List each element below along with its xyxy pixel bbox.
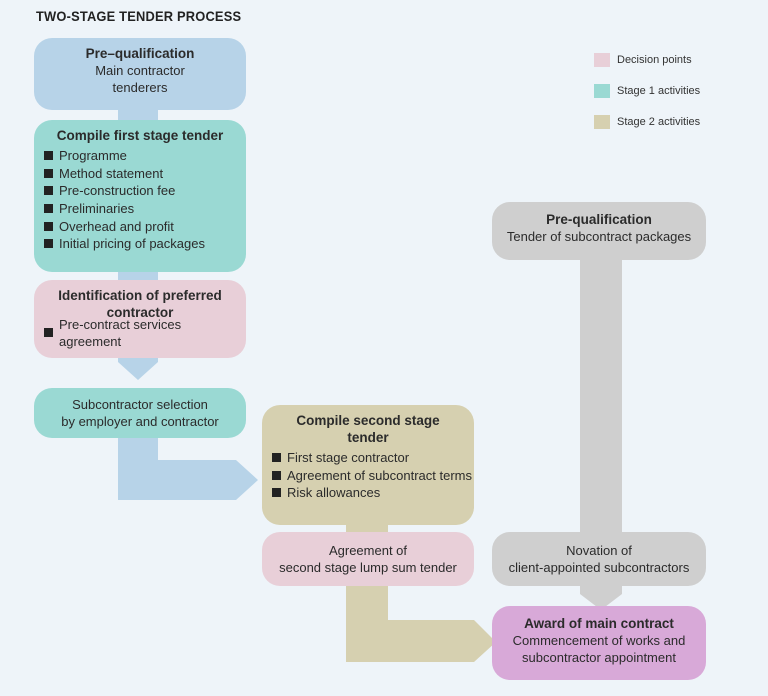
first-stage-box: Compile first stage tender Programme Met…	[34, 120, 246, 272]
list-item: First stage contractor	[272, 449, 474, 467]
award-heading: Award of main contract	[524, 616, 674, 631]
legend-item-decision: Decision points	[594, 53, 692, 67]
bullet-square-icon	[44, 328, 53, 338]
bullet-square-icon	[272, 470, 281, 480]
bullet-square-icon	[44, 239, 53, 249]
subcontractor-selection-line2: by employer and contractor	[61, 414, 219, 429]
list-item: Risk allowances	[272, 484, 474, 502]
novation-box: Novation of client-appointed subcontract…	[492, 532, 706, 586]
connector-blue-elbow-arrow	[118, 430, 258, 500]
list-item: Agreement of subcontract terms	[272, 467, 474, 485]
bullet-square-icon	[44, 204, 53, 214]
bullet-square-icon	[272, 488, 281, 498]
preferred-contractor-box: Identification of preferred contractor P…	[34, 280, 246, 358]
legend-label-decision: Decision points	[617, 54, 692, 66]
novation-line1: Novation of	[566, 543, 632, 558]
prequal-sub-heading: Pre-qualification	[546, 212, 652, 227]
list-item: Initial pricing of packages	[44, 235, 246, 253]
prequal-main-box: Pre–qualification Main contractor tender…	[34, 38, 246, 110]
award-line2: subcontractor appointment	[522, 650, 676, 665]
lump-sum-agreement-box: Agreement of second stage lump sum tende…	[262, 532, 474, 586]
second-stage-box: Compile second stage tender First stage …	[262, 405, 474, 525]
list-item: Preliminaries	[44, 200, 246, 218]
prequal-main-line2: tenderers	[112, 80, 168, 95]
legend-item-stage2: Stage 2 activities	[594, 115, 700, 129]
list-item: Overhead and profit	[44, 217, 246, 235]
bullet-square-icon	[44, 221, 53, 231]
preferred-heading-1: Identification of preferred	[58, 288, 222, 303]
lump-sum-line2: second stage lump sum tender	[279, 560, 457, 575]
bullet-square-icon	[44, 151, 53, 161]
subcontractor-selection-line1: Subcontractor selection	[72, 397, 208, 412]
bullet-square-icon	[44, 186, 53, 196]
diagram-title: TWO-STAGE TENDER PROCESS	[36, 8, 242, 24]
connector-grey-trunk	[580, 240, 622, 550]
list-item: Pre-construction fee	[44, 182, 246, 200]
preferred-heading-2: contractor	[106, 305, 174, 320]
second-stage-heading-1: Compile second stage	[296, 413, 440, 428]
legend-label-stage2: Stage 2 activities	[617, 116, 701, 128]
second-stage-list: First stage contractor Agreement of subc…	[272, 449, 474, 502]
legend-swatch-stage1	[594, 84, 610, 98]
legend-swatch-decision	[594, 53, 610, 67]
prequal-sub-line1: Tender of subcontract packages	[506, 229, 692, 244]
legend-swatch-stage2	[594, 115, 610, 129]
prequal-main-heading: Pre–qualification	[85, 46, 195, 61]
second-stage-heading-2: tender	[347, 430, 389, 445]
connector-khaki-elbow-arrow	[346, 580, 496, 662]
prequal-main-line1: Main contractor	[95, 63, 185, 78]
prequal-subcontract-box: Pre-qualification Tender of subcontract …	[492, 202, 706, 260]
lump-sum-line1: Agreement of	[328, 543, 408, 558]
legend-label-stage1: Stage 1 activities	[617, 85, 701, 97]
preferred-list: Pre-contract services agreement	[44, 317, 246, 349]
first-stage-list: Programme Method statement Pre-construct…	[44, 147, 246, 253]
award-contract-box: Award of main contract Commencement of w…	[492, 606, 706, 680]
list-item: Pre-contract services agreement	[44, 317, 246, 349]
first-stage-heading: Compile first stage tender	[56, 128, 224, 143]
bullet-square-icon	[44, 168, 53, 178]
list-item: Method statement	[44, 165, 246, 183]
list-item: Programme	[44, 147, 246, 165]
novation-line2: client-appointed subcontractors	[508, 560, 690, 575]
legend-item-stage1: Stage 1 activities	[594, 84, 700, 98]
subcontractor-selection-box: Subcontractor selection by employer and …	[34, 388, 246, 438]
award-line1: Commencement of works and	[512, 633, 686, 648]
bullet-square-icon	[272, 453, 281, 463]
